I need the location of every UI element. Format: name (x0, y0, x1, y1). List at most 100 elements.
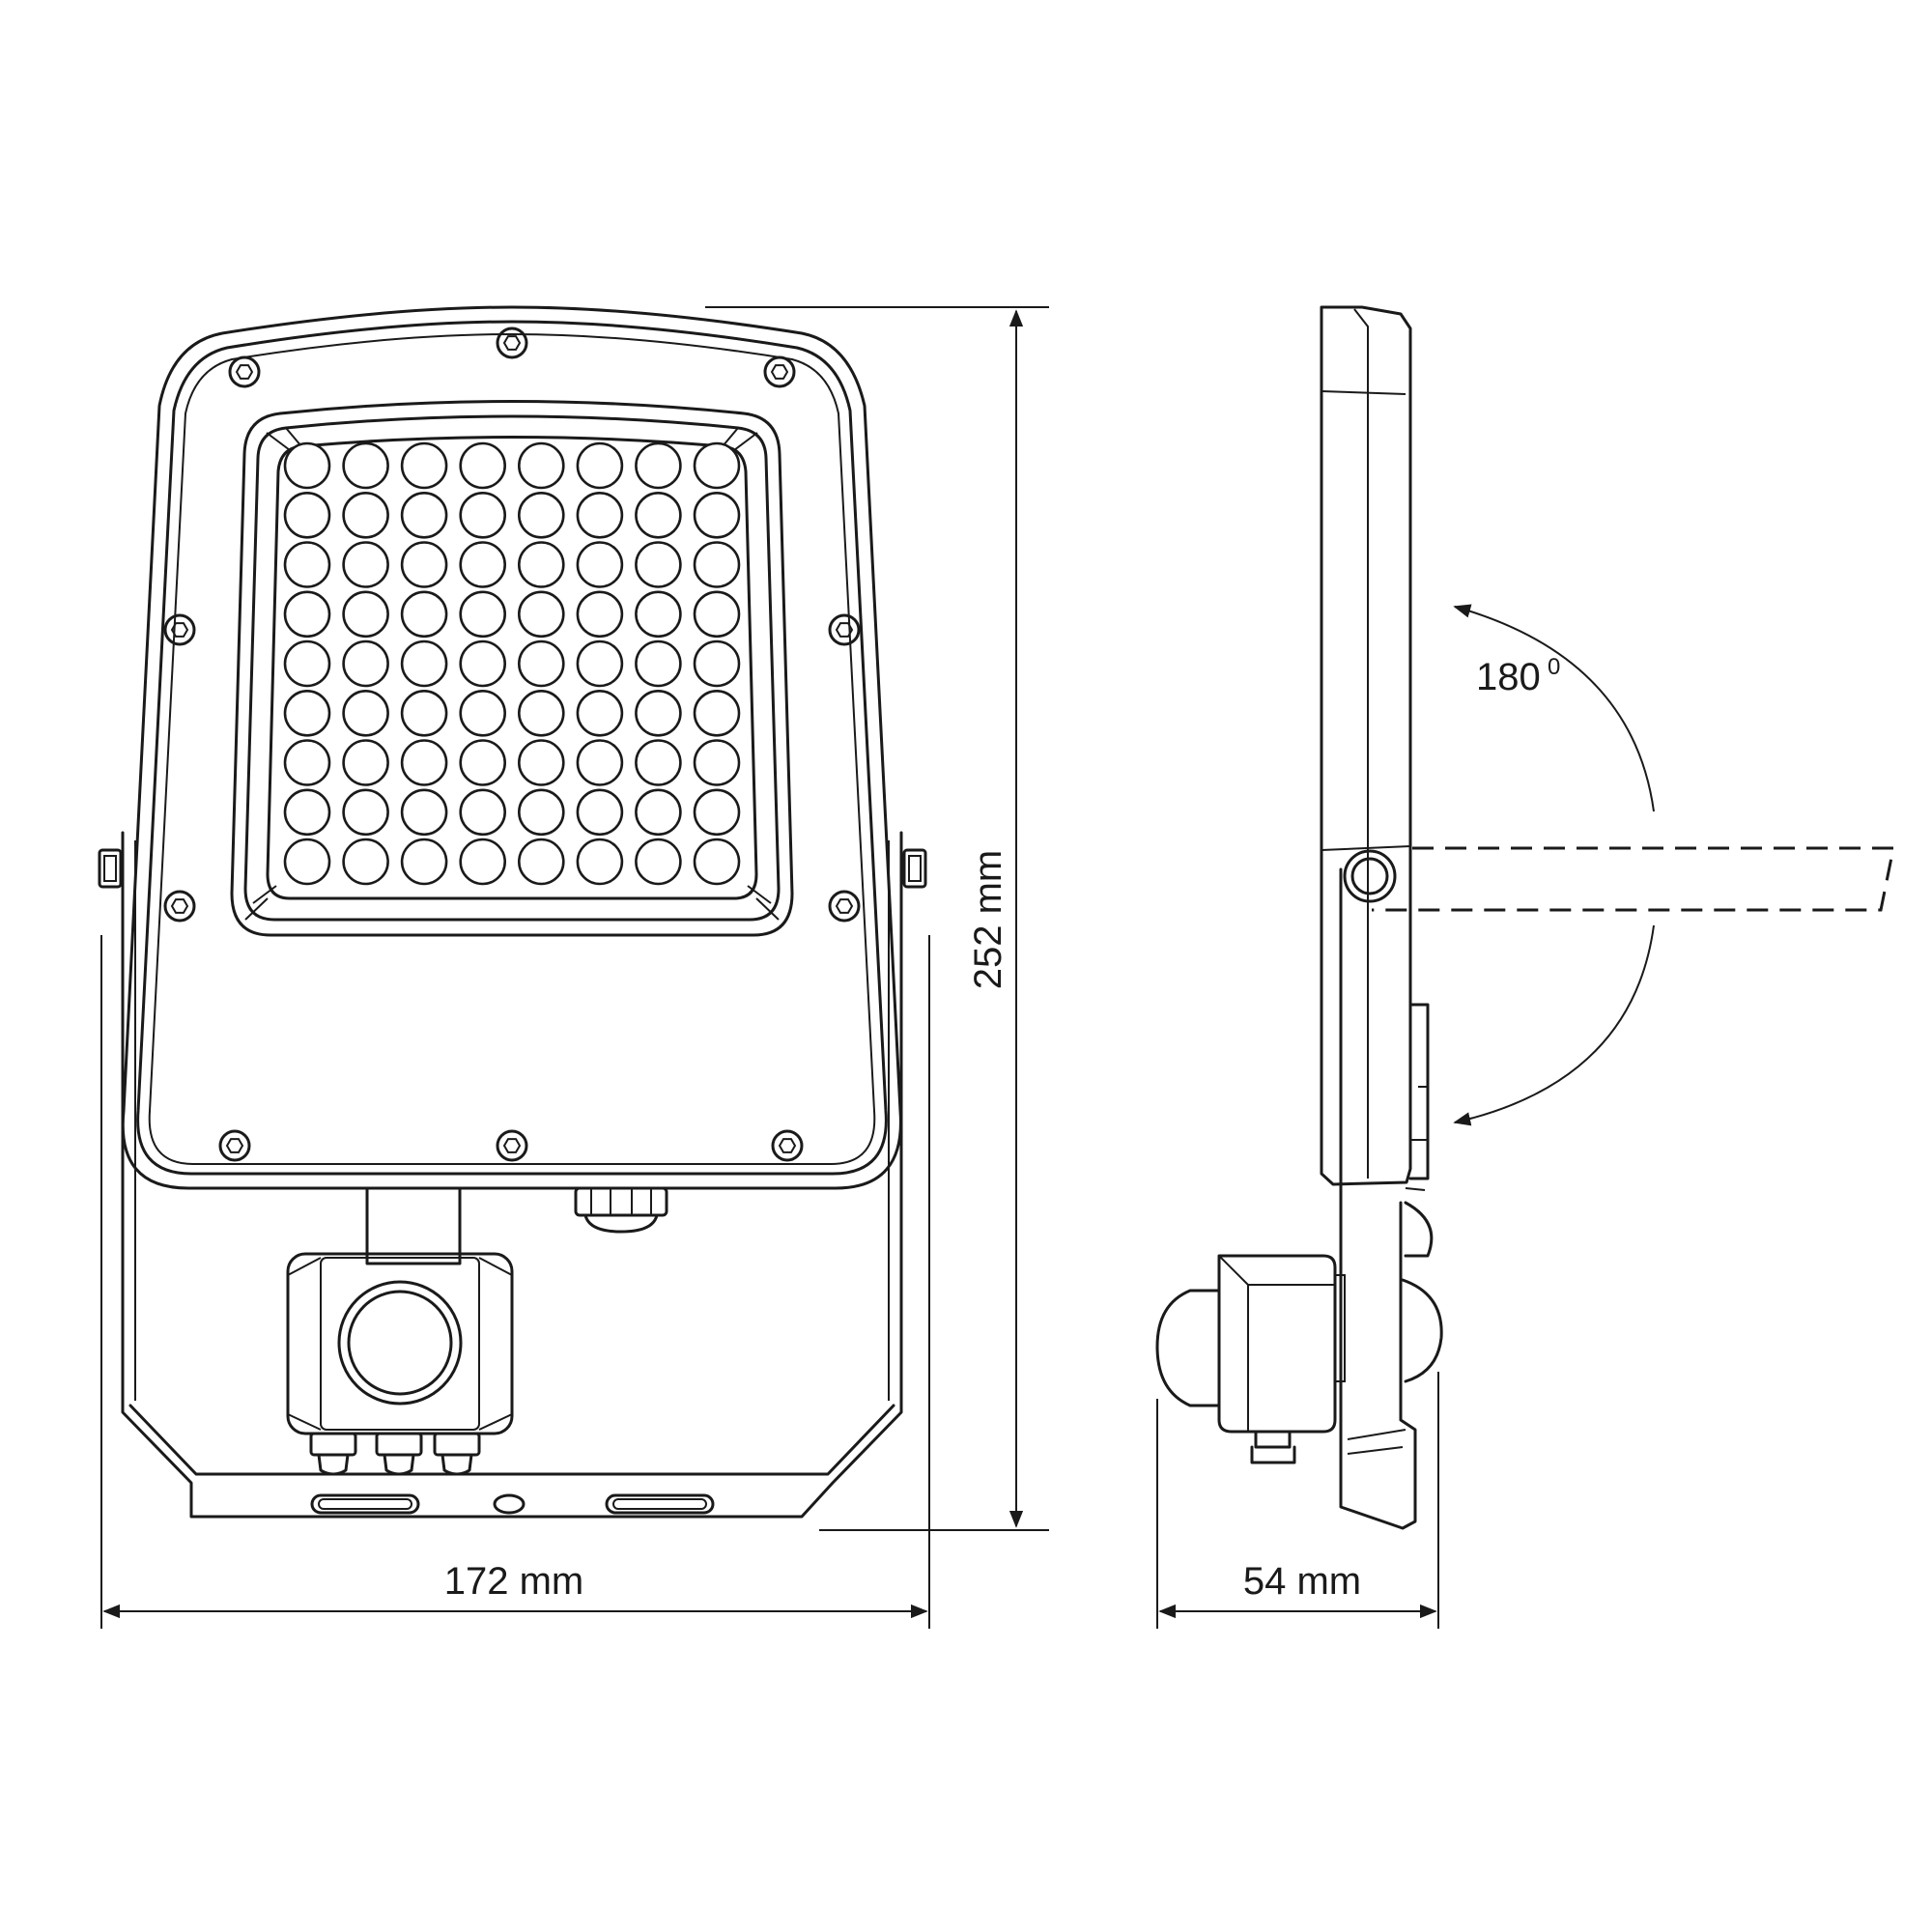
led (342, 590, 389, 639)
led (576, 838, 624, 886)
led (517, 541, 565, 588)
led (283, 838, 331, 886)
rotation-indicator (1372, 604, 1895, 1126)
led (342, 689, 389, 737)
screw-head-icon (170, 622, 189, 638)
led (693, 838, 741, 886)
rotation-unit-label: 0 (1548, 654, 1560, 680)
screw-icon (228, 355, 261, 388)
depth-label: 54 mm (1243, 1560, 1361, 1603)
led (459, 689, 507, 737)
led-panel (266, 436, 758, 900)
screw-head-icon (835, 622, 854, 638)
led (342, 838, 389, 886)
screw-icon (828, 890, 861, 923)
led (517, 590, 565, 639)
led (400, 541, 448, 588)
screw-head-icon (502, 1138, 522, 1153)
led (342, 541, 389, 588)
bracket-hole (493, 1493, 526, 1515)
side-view (1155, 305, 1443, 1530)
screw-head-icon (778, 1138, 797, 1153)
led (635, 541, 682, 588)
led (635, 590, 682, 639)
screw-head-icon (225, 1138, 244, 1153)
led (693, 590, 741, 639)
led (635, 838, 682, 886)
screw-icon (163, 613, 196, 646)
led (283, 639, 331, 688)
led (400, 689, 448, 737)
led (517, 639, 565, 688)
led (283, 541, 331, 588)
led (693, 441, 741, 490)
screw-icon (771, 1129, 804, 1162)
led (693, 541, 741, 588)
hinge-pivot (1343, 849, 1397, 903)
led (576, 689, 624, 737)
bracket-bolt-left (98, 848, 123, 889)
led (576, 590, 624, 639)
led (576, 788, 624, 837)
led (517, 788, 565, 837)
led (459, 541, 507, 588)
led (283, 739, 331, 786)
side-motion-sensor (1155, 1254, 1346, 1464)
led (693, 639, 741, 688)
led (635, 441, 682, 490)
bracket-slot-left (310, 1493, 420, 1515)
led (400, 590, 448, 639)
width-label: 172 mm (444, 1560, 584, 1603)
led (517, 739, 565, 786)
screw-icon (828, 613, 861, 646)
led (342, 639, 389, 688)
led (635, 788, 682, 837)
led (576, 541, 624, 588)
housing-screws (163, 327, 861, 1162)
led (459, 739, 507, 786)
led (576, 639, 624, 688)
led (400, 838, 448, 886)
led (576, 739, 624, 786)
led (517, 491, 565, 539)
screw-head-icon (835, 898, 854, 914)
led (517, 689, 565, 737)
motion-sensor (286, 1252, 514, 1435)
led (693, 739, 741, 786)
led-grid (283, 441, 741, 886)
housing-outline (121, 305, 902, 1190)
side-bracket (1339, 867, 1417, 1530)
rotation-label: 180 (1476, 656, 1541, 698)
screw-icon (763, 355, 796, 388)
led (342, 739, 389, 786)
screw-head-icon (235, 364, 254, 380)
screw-icon (163, 890, 196, 923)
screw-icon (218, 1129, 251, 1162)
led (400, 441, 448, 490)
led (283, 590, 331, 639)
screw-icon (496, 1129, 528, 1162)
screw-head-icon (170, 898, 189, 914)
led-frame (230, 400, 794, 937)
mounting-bracket (121, 831, 903, 1519)
led (635, 739, 682, 786)
led (693, 689, 741, 737)
led (459, 590, 507, 639)
led (400, 739, 448, 786)
front-view (98, 305, 927, 1519)
led (283, 491, 331, 539)
dimension-lines (100, 306, 1439, 1629)
led (342, 441, 389, 490)
led (459, 838, 507, 886)
led (283, 788, 331, 837)
side-housing (1320, 305, 1412, 1186)
led (342, 491, 389, 539)
led (576, 441, 624, 490)
led (283, 689, 331, 737)
bracket-slot-right (605, 1493, 715, 1515)
led (459, 788, 507, 837)
led (400, 788, 448, 837)
screw-head-icon (770, 364, 789, 380)
led (283, 441, 331, 490)
led (517, 441, 565, 490)
